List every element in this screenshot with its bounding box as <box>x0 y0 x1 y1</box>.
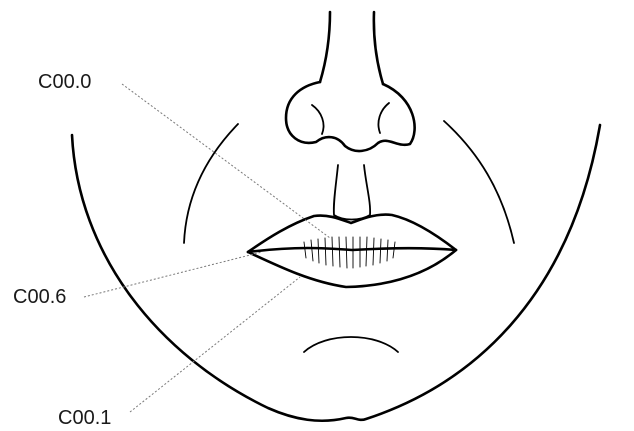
face-outline <box>72 125 600 421</box>
philtrum <box>334 165 370 220</box>
leader-c00-0 <box>122 84 330 238</box>
leader-c00-1 <box>130 277 300 412</box>
left-cheek-line <box>184 124 238 243</box>
lower-lip <box>248 250 456 287</box>
nostril-right <box>378 103 389 133</box>
inner-lip-hatching <box>304 237 395 268</box>
chin-crease <box>304 337 398 352</box>
label-c00-1: C00.1 <box>58 407 111 429</box>
nose-bridge-left <box>320 12 330 82</box>
nose-bridge-right <box>374 12 383 84</box>
lip-line <box>248 248 456 252</box>
nostril-left <box>312 105 324 134</box>
label-c00-0: C00.0 <box>38 71 91 93</box>
label-c00-6: C00.6 <box>13 286 66 308</box>
right-cheek-line <box>444 121 514 243</box>
leader-c00-6 <box>84 252 262 297</box>
nose-tip <box>286 82 415 151</box>
